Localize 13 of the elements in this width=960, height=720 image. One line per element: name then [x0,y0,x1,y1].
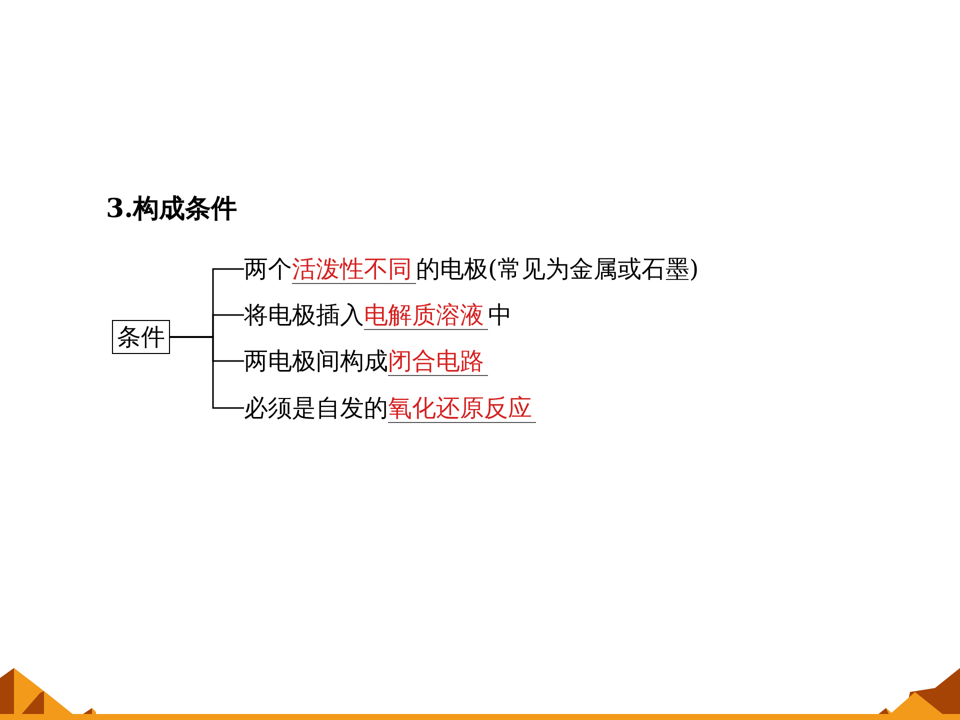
heading: 3.构成条件 [106,194,238,224]
condition-text: 的电极(常见为金属或石墨) [416,255,699,283]
condition-text: 两个 [244,255,292,283]
fill-in-answer: 电解质溶液 [364,301,488,330]
fill-in-answer: 闭合电路 [388,347,488,376]
condition-text: 必须是自发的 [244,394,388,422]
fill-in-answer: 氧化还原反应 [388,394,536,423]
fill-in-answer: 活泼性不同 [292,255,416,284]
condition-text: 中 [488,301,512,329]
label-box: 条件 [112,320,170,354]
bracket-connector [170,336,244,409]
condition-text: 将电极插入 [244,301,364,329]
condition-text: 两电极间构成 [244,347,388,375]
